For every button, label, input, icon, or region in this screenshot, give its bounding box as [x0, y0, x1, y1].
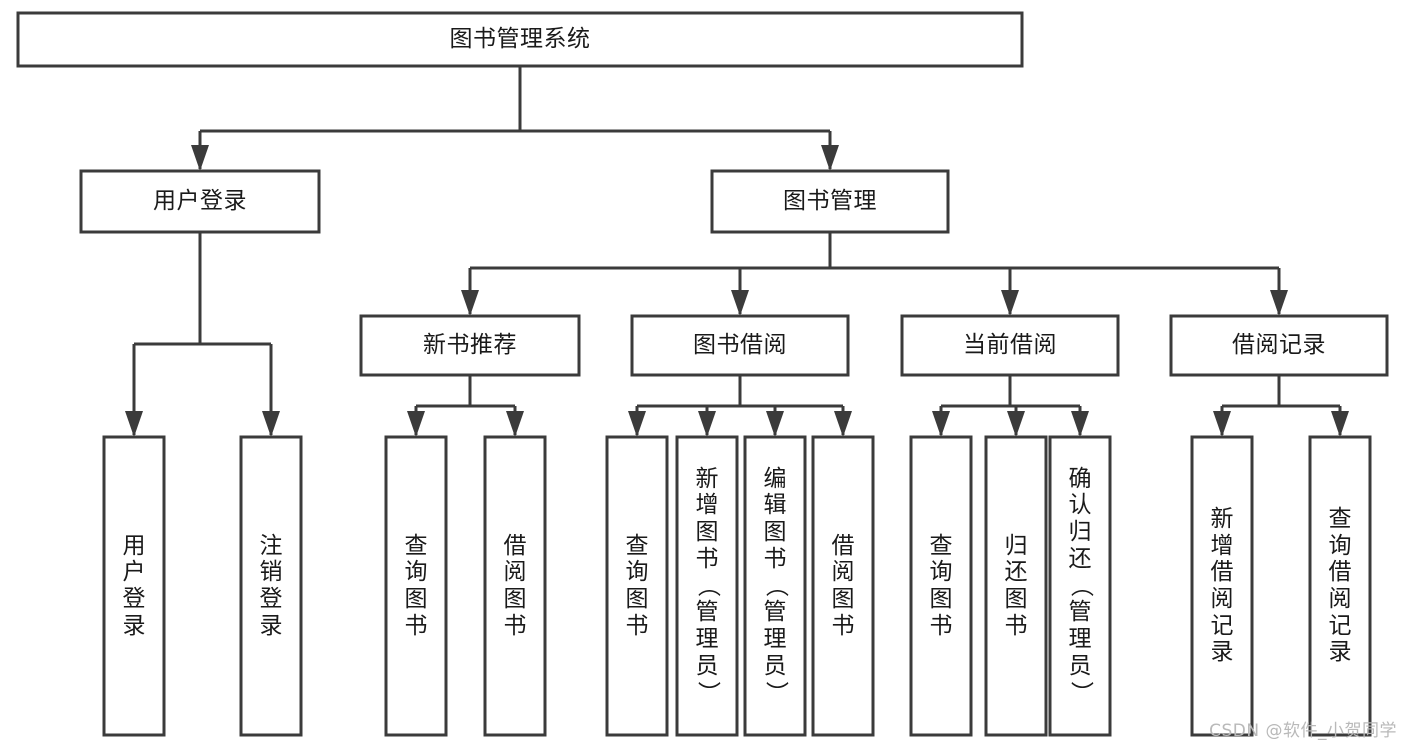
- book-manage-to-level3-arrowhead-0: [461, 290, 479, 316]
- borrow-to-leaves-arrowhead-3: [834, 411, 852, 437]
- node-box-leaf-confirm-return-admin: [1048, 435, 1112, 737]
- node-box-leaf-borrow-book: [811, 435, 875, 737]
- borrow-to-leaves-arrowhead-2: [766, 411, 784, 437]
- root-to-level2-arrowhead-0: [191, 145, 209, 171]
- node-box-leaf-borrow-book-recommend: [483, 435, 547, 737]
- record-to-leaves-arrowhead-1: [1331, 411, 1349, 437]
- node-box-leaf-query-borrow-record: [1308, 435, 1372, 737]
- book-manage-to-level3-arrowhead-3: [1270, 290, 1288, 316]
- node-box-leaf-query-book-borrow: [605, 435, 669, 737]
- node-box-leaf-query-book-current: [909, 435, 973, 737]
- node-box-book-manage: [710, 169, 950, 234]
- current-to-leaves-arrowhead-0: [932, 411, 950, 437]
- node-box-new-book-recommend: [359, 314, 581, 377]
- node-box-book-borrow: [630, 314, 850, 377]
- record-to-leaves-arrowhead-0: [1213, 411, 1231, 437]
- node-box-user-login: [79, 169, 321, 234]
- node-box-leaf-return-book: [984, 435, 1048, 737]
- recommend-to-leaves-arrowhead-1: [506, 411, 524, 437]
- node-box-current-borrow: [900, 314, 1120, 377]
- node-box-leaf-edit-book-admin: [743, 435, 807, 737]
- user-login-to-leaves-arrowhead-1: [262, 411, 280, 437]
- node-box-leaf-user-login: [102, 435, 166, 737]
- root-to-level2-arrowhead-1: [821, 145, 839, 171]
- node-box-leaf-logout-login: [239, 435, 303, 737]
- borrow-to-leaves-arrowhead-0: [628, 411, 646, 437]
- recommend-to-leaves-arrowhead-0: [407, 411, 425, 437]
- book-manage-to-level3-arrowhead-1: [731, 290, 749, 316]
- borrow-to-leaves-arrowhead-1: [698, 411, 716, 437]
- node-box-leaf-add-book-admin: [675, 435, 739, 737]
- node-box-borrow-record: [1169, 314, 1389, 377]
- current-to-leaves-arrowhead-2: [1071, 411, 1089, 437]
- connector-layer: [125, 66, 1349, 437]
- node-box-leaf-add-borrow-record: [1190, 435, 1254, 737]
- node-box-layer: [16, 11, 1389, 737]
- user-login-to-leaves-arrowhead-0: [125, 411, 143, 437]
- current-to-leaves-arrowhead-1: [1007, 411, 1025, 437]
- node-box-leaf-query-book-recommend: [384, 435, 448, 737]
- node-box-root: [16, 11, 1024, 68]
- book-manage-to-level3-arrowhead-2: [1001, 290, 1019, 316]
- watermark-text: CSDN @软件_小贺同学: [1209, 721, 1397, 741]
